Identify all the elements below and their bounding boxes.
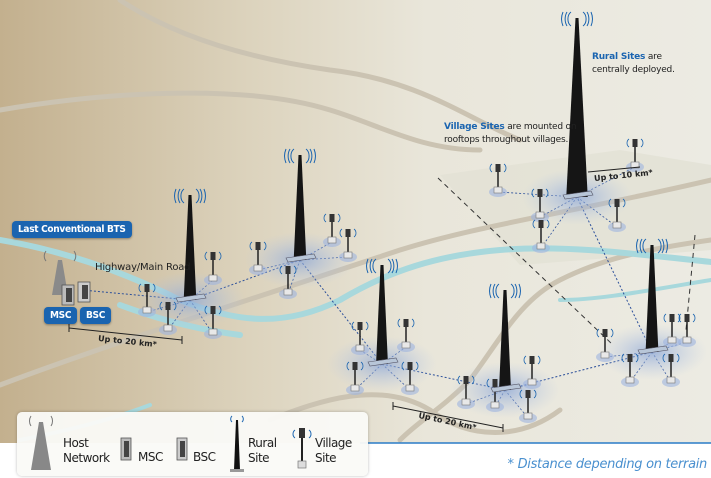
village-site-icon: [346, 361, 364, 395]
legend-bsc-icon: [176, 437, 188, 461]
village-site-icon: [663, 313, 681, 347]
village-site-icon: [159, 301, 177, 335]
legend-msc-label: MSC: [138, 450, 163, 464]
village-site-icon: [457, 375, 475, 409]
distance-footnote: * Distance depending on terrain: [507, 457, 708, 472]
rural-sites-strong: Rural Sites: [592, 52, 646, 62]
village-site-icon: [531, 188, 549, 222]
msc-label: MSC: [44, 307, 78, 324]
msc-server-icon: [61, 284, 75, 306]
legend-village-site-icon: [292, 428, 312, 469]
village-site-icon: [279, 265, 297, 299]
rural-site-tower-icon: [366, 258, 399, 367]
village-sites-rest: are mounted on: [504, 122, 577, 132]
village-site-icon: [397, 318, 415, 352]
bsc-server-icon: [77, 281, 91, 303]
village-site-icon: [204, 251, 222, 285]
last-conventional-bts-label: Last Conventional BTS: [12, 221, 132, 238]
village-site-icon: [532, 219, 550, 253]
village-site-icon: [678, 313, 696, 347]
highway-label: Highway/Main Road: [95, 262, 191, 273]
village-sites-strong: Village Sites: [444, 122, 505, 132]
boundary-line: [685, 234, 696, 331]
rural-site-tower-icon: [284, 148, 317, 263]
rural-sites-rest: are: [645, 52, 662, 62]
village-site-icon: [596, 328, 614, 362]
access-link: [540, 196, 578, 249]
village-site-icon: [489, 163, 507, 197]
village-sites-note: Village Sites are mounted on rooftops th…: [444, 121, 577, 147]
village-site-icon: [662, 353, 680, 387]
rural-sites-note: Rural Sites are centrally deployed.: [592, 51, 675, 77]
distance-marker: [587, 166, 641, 173]
boundary-line: [437, 177, 614, 346]
rural-site-tower-icon: [561, 11, 594, 200]
village-site-icon: [339, 228, 357, 262]
village-site-icon: [323, 213, 341, 247]
legend-bsc-label: BSC: [193, 450, 216, 464]
distance-marker: [392, 402, 504, 432]
village-site-icon: [523, 355, 541, 389]
village-site-icon: [519, 389, 537, 423]
legend-msc-icon: [120, 437, 132, 461]
legend-host-network-icon: [29, 415, 53, 470]
rural-site-tower-icon: [636, 238, 669, 355]
rural-sites-line2: centrally deployed.: [592, 65, 675, 75]
village-site-icon: [401, 361, 419, 395]
bsc-label: BSC: [80, 307, 112, 324]
village-site-icon: [608, 198, 626, 232]
village-site-icon: [621, 353, 639, 387]
village-site-icon: [351, 321, 369, 355]
village-site-icon: [204, 305, 222, 339]
distance-marker: [68, 324, 183, 344]
rural-site-tower-icon: [174, 188, 207, 303]
rural-site-tower-icon: [489, 283, 522, 393]
village-site-icon: [249, 241, 267, 275]
village-site-icon: [138, 283, 156, 317]
legend-rural-site-icon: [230, 415, 244, 472]
village-sites-line2: rooftops throughout villages.: [444, 135, 569, 145]
